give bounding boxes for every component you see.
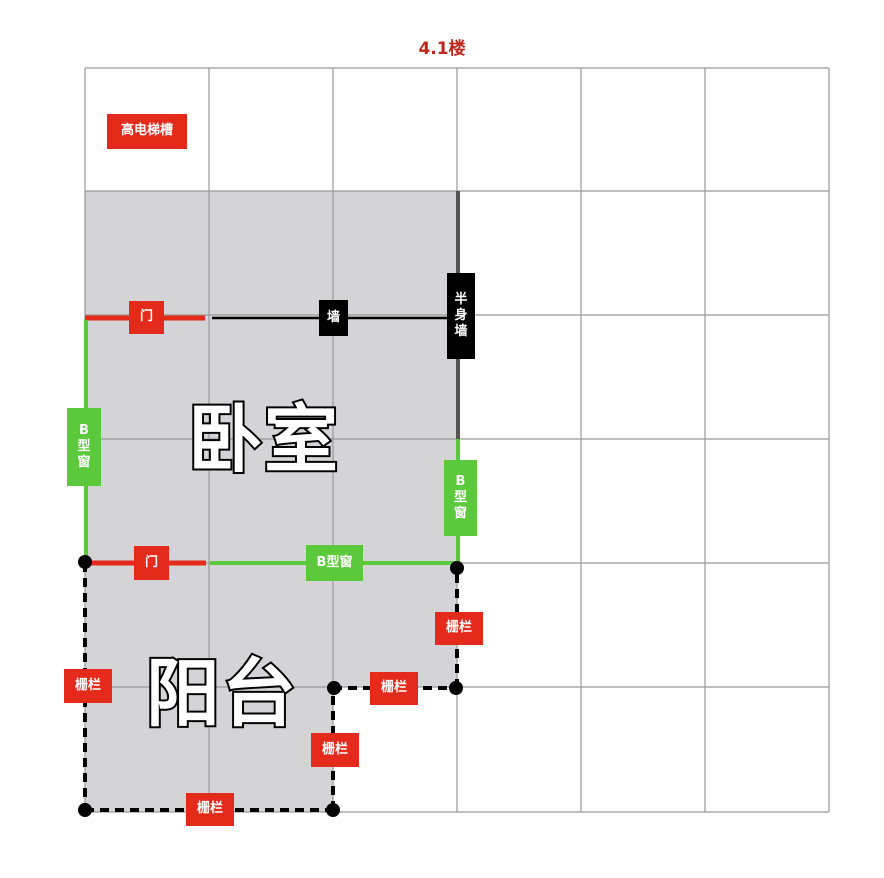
floor-title: 4.1楼 xyxy=(418,39,466,59)
balcony-label: 阳台 xyxy=(144,649,298,739)
window-char: 窗 xyxy=(453,506,467,522)
railing-inner-label: 栅栏 xyxy=(311,733,359,767)
railing-left-label: 栅栏 xyxy=(64,669,112,703)
window-left-label: B 型 窗 xyxy=(67,408,101,486)
window-bottom-label: B型窗 xyxy=(306,545,363,581)
window-char: B xyxy=(79,422,89,438)
bedroom-label: 卧室 xyxy=(186,395,340,485)
elevator-label: 高电梯槽 xyxy=(107,114,187,149)
wall-label: 墙 xyxy=(319,300,348,336)
window-char: 窗 xyxy=(77,455,91,471)
window-right-label: B 型 窗 xyxy=(444,460,477,536)
window-char: 型 xyxy=(453,489,467,505)
half-wall-char: 墙 xyxy=(454,324,468,340)
half-wall-label: 半 身 墙 xyxy=(447,273,475,359)
window-char: 型 xyxy=(77,438,91,454)
door-bottom-label: 门 xyxy=(134,546,169,580)
railing-mid-label: 栅栏 xyxy=(370,672,418,705)
corner-dots xyxy=(78,555,464,817)
railing-right-label: 栅栏 xyxy=(435,612,483,645)
railing-bottom-label: 栅栏 xyxy=(186,793,234,826)
half-wall-char: 半 xyxy=(454,291,468,307)
bedroom-area xyxy=(85,191,457,563)
half-wall-char: 身 xyxy=(454,307,468,323)
window-char: B xyxy=(455,473,466,489)
door-top-label: 门 xyxy=(129,301,164,334)
